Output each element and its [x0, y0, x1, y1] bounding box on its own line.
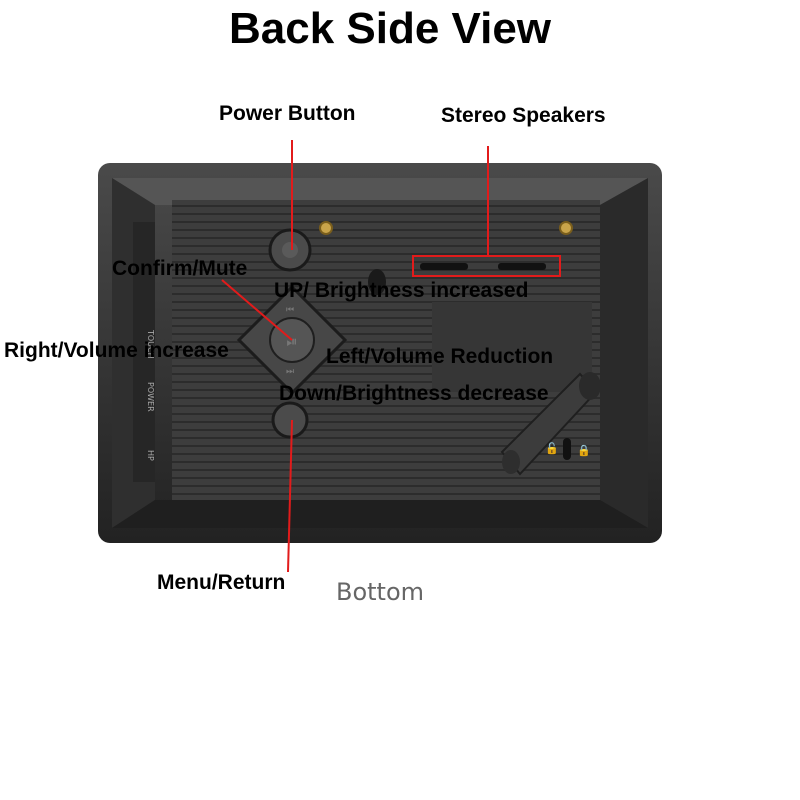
screw-left — [319, 221, 333, 235]
side-port-label-power: POWER — [146, 382, 155, 412]
page-title: Back Side View — [228, 4, 552, 53]
stand-tip — [579, 372, 601, 400]
speaker-left — [420, 263, 468, 270]
callout-speaker-box — [412, 255, 561, 277]
side-port-label-hp: HP — [146, 450, 155, 461]
play-pause-icon: ⏯ — [286, 333, 297, 349]
label-bottom: Bottom — [336, 578, 425, 606]
unlock-icon: 🔓 — [545, 442, 559, 455]
label-down-brightness: Down/Brightness decrease — [279, 382, 549, 405]
speaker-right — [498, 263, 546, 270]
callout-lines — [221, 140, 561, 573]
label-plate — [432, 302, 592, 392]
label-right-volume: Right/Volume increase — [4, 339, 229, 362]
label-menu-return: Menu/Return — [157, 571, 286, 594]
lock-slot — [563, 438, 571, 460]
callout-menu — [287, 419, 293, 573]
label-stereo-speakers: Stereo Speakers — [441, 104, 606, 127]
side-port-strip — [133, 222, 155, 482]
label-power-button: Power Button — [219, 102, 356, 125]
side-port-label-touch: TOUCH — [146, 329, 155, 359]
hanging-slot — [368, 269, 386, 295]
label-confirm-mute: Confirm/Mute — [112, 257, 248, 280]
lock-icon: 🔒 — [577, 444, 591, 457]
label-left-volume: Left/Volume Reduction — [326, 345, 554, 368]
next-icon: ⏭ — [286, 366, 294, 376]
label-up-brightness: UP/ Brightness increased — [274, 279, 529, 302]
callout-confirm — [221, 279, 293, 341]
prev-icon: ⏮ — [286, 304, 294, 314]
menu-return-button[interactable] — [271, 401, 309, 439]
screw-right — [559, 221, 573, 235]
